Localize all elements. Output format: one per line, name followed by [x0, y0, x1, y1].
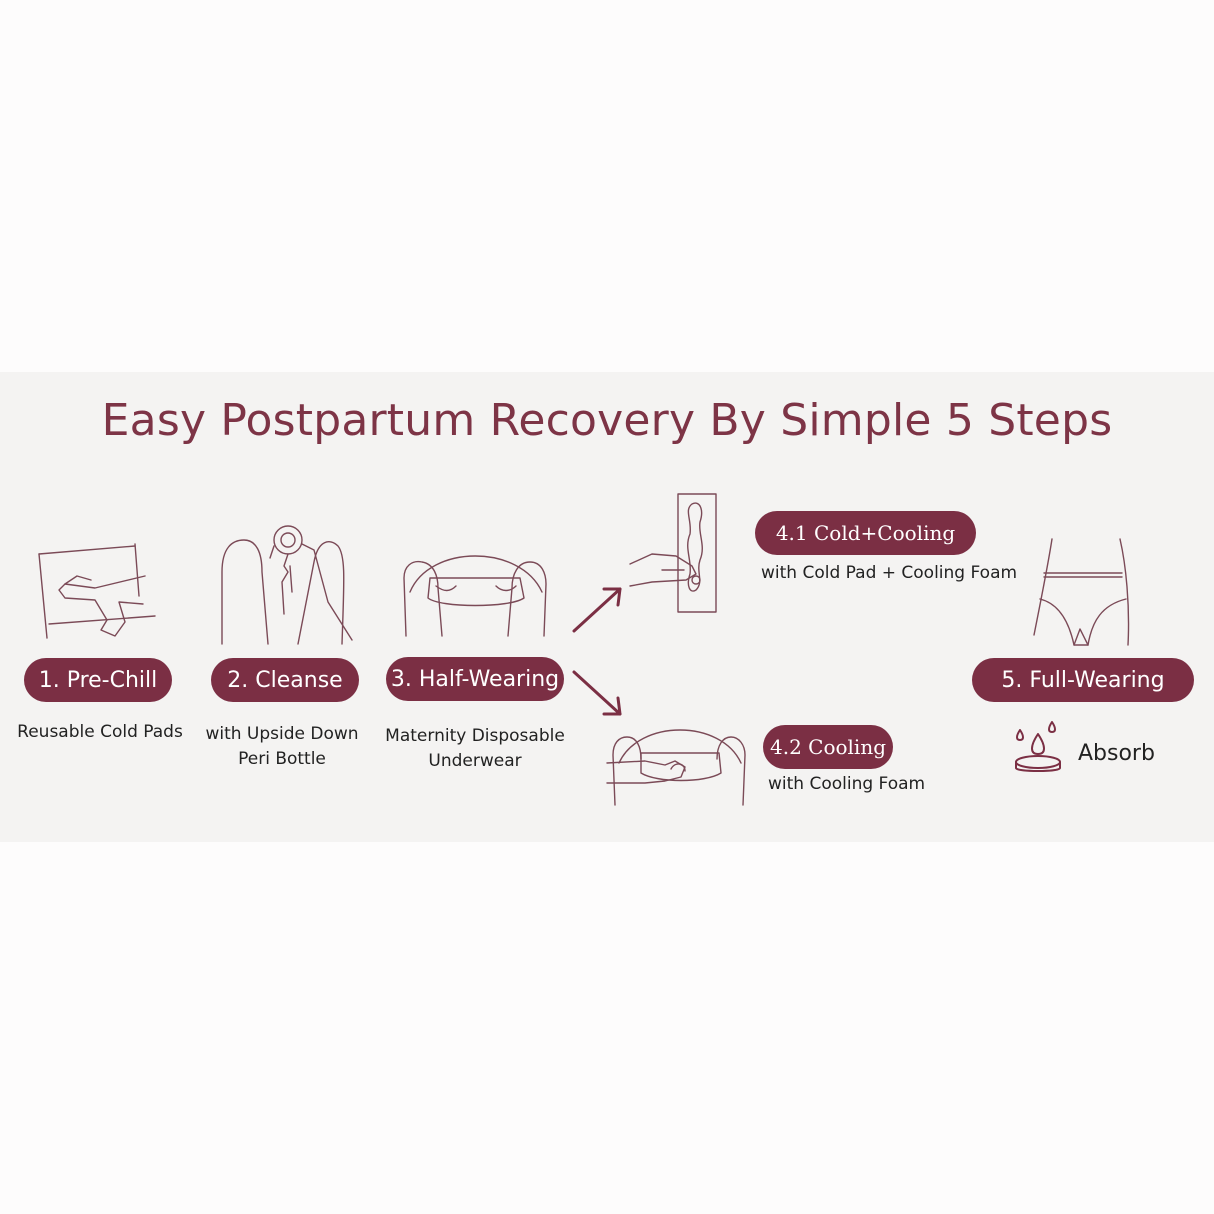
- pad-apply-icon: [629, 493, 717, 613]
- peri-bottle-icon: [221, 525, 353, 645]
- step-5-pill: 5. Full-Wearing: [972, 658, 1194, 702]
- cold-pad-hand-icon: [38, 543, 156, 639]
- arrow-up-right-icon: [572, 587, 622, 633]
- arrow-down-right-icon: [572, 670, 622, 716]
- absorb-drops-icon: [1015, 721, 1061, 772]
- step-1-caption: Reusable Cold Pads: [17, 722, 183, 742]
- step-4-1-pill: 4.1 Cold+Cooling: [755, 511, 976, 555]
- page-title: Easy Postpartum Recovery By Simple 5 Ste…: [101, 395, 1113, 446]
- step-4-1-caption: with Cold Pad + Cooling Foam: [761, 563, 1018, 583]
- step-2-pill: 2. Cleanse: [211, 658, 359, 702]
- step-3-pill: 3. Half-Wearing: [386, 657, 564, 701]
- underwear-half-icon: [403, 555, 547, 637]
- step-2-caption: with Upside Down Peri Bottle: [205, 724, 359, 769]
- step-4-2-caption: with Cooling Foam: [768, 774, 926, 794]
- step-5-caption: Absorb: [1078, 741, 1155, 766]
- step-4-2-pill: 4.2 Cooling: [763, 725, 893, 769]
- step-1-pill: 1. Pre-Chill: [24, 658, 172, 702]
- foam-apply-icon: [606, 729, 746, 806]
- step-3-caption: Maternity Disposable Underwear: [385, 726, 565, 771]
- underwear-full-icon: [1033, 538, 1130, 646]
